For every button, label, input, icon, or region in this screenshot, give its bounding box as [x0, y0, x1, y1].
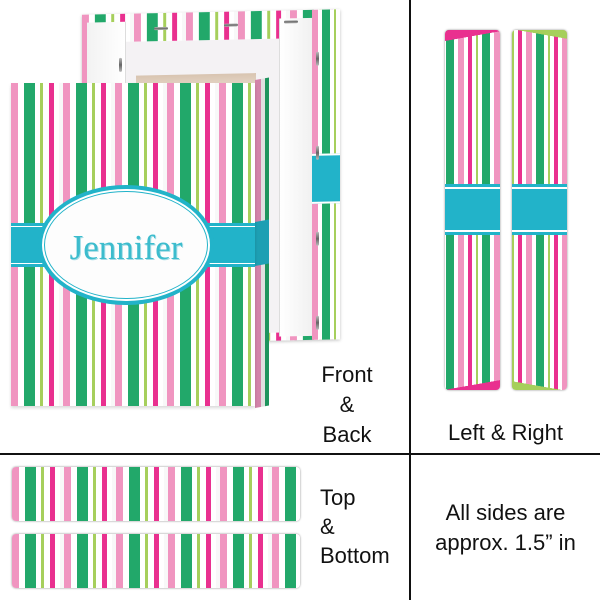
- left-right-label: Left & Right: [448, 420, 563, 445]
- front-back-label-line1: Front: [321, 362, 373, 387]
- front-back-label-line2: &: [339, 392, 355, 417]
- staple-icon: [284, 20, 298, 24]
- back-teal-band: [312, 153, 340, 204]
- top-side-strip: [12, 467, 300, 521]
- top-bottom-label-line1: Top: [320, 485, 356, 510]
- note-line1: All sides are: [445, 500, 566, 525]
- top-bottom-label: Top & Bottom: [310, 483, 404, 570]
- staple-icon: [316, 51, 319, 66]
- front-back-label: Front & Back: [300, 360, 394, 450]
- bottom-side-strip: [12, 534, 300, 588]
- right-strip-top-fold: [512, 30, 567, 42]
- staple-icon: [316, 231, 319, 246]
- left-side-strip: [445, 30, 500, 390]
- staple-icon: [154, 26, 168, 31]
- left-strip-teal-band: [445, 184, 500, 235]
- name-oval-label: Jennifer: [38, 185, 214, 305]
- staple-icon: [224, 23, 238, 27]
- right-side-strip: [512, 30, 567, 390]
- note-line2: approx. 1.5” in: [435, 530, 576, 555]
- horizontal-divider: [0, 453, 600, 455]
- front-back-label-line3: Back: [322, 422, 372, 447]
- vertical-divider: [409, 0, 411, 600]
- left-strip-bottom-fold: [445, 378, 500, 390]
- top-bottom-label-line3: Bottom: [320, 543, 390, 568]
- personalized-name: Jennifer: [69, 228, 183, 267]
- top-bottom-label-line2: &: [320, 514, 335, 539]
- left-strip-top-fold: [445, 30, 500, 42]
- right-strip-bottom-fold: [512, 378, 567, 390]
- staple-icon: [316, 315, 319, 330]
- staple-icon: [316, 145, 319, 160]
- front-canvas-image: Jennifer: [11, 83, 255, 406]
- oval-inner-ring: Jennifer: [42, 189, 210, 301]
- right-strip-teal-band: [512, 184, 567, 235]
- front-side-teal-band: [255, 219, 269, 266]
- folded-corner-right: [279, 17, 314, 337]
- sides-dimension-note: All sides are approx. 1.5” in: [411, 498, 600, 558]
- staple-icon: [119, 57, 122, 72]
- oval-center: Jennifer: [44, 191, 208, 299]
